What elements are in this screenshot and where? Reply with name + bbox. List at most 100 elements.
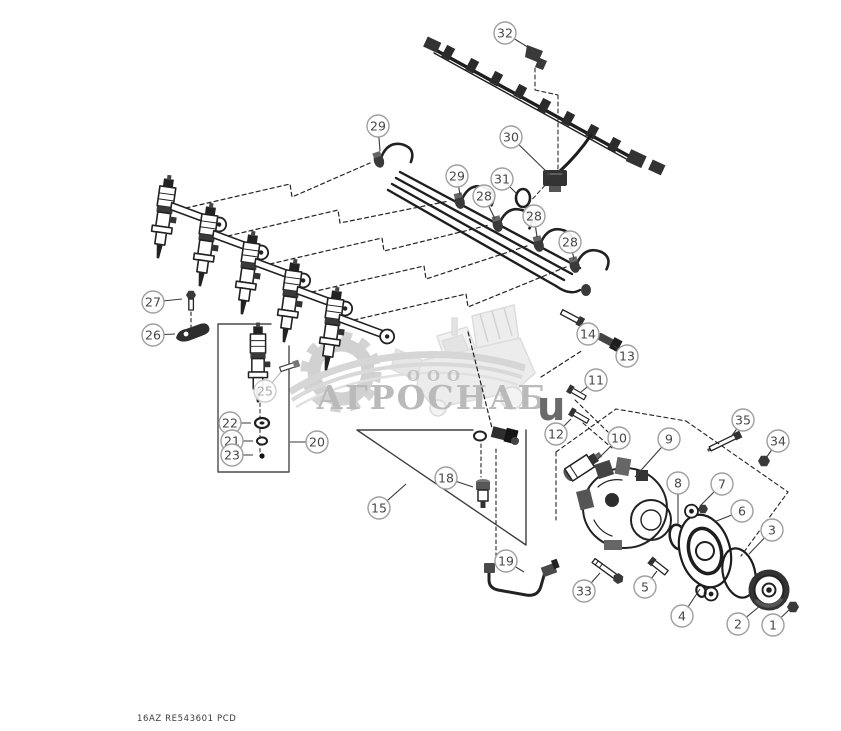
svg-text:2: 2 [734,616,742,631]
svg-text:6: 6 [738,503,746,518]
injector-3 [231,228,314,317]
detail-box-20 [217,323,290,473]
svg-text:4: 4 [678,608,686,623]
fuel-line-fitting-29a [369,138,417,175]
svg-text:3: 3 [768,522,776,537]
assembly-dashed-lines [185,162,584,429]
callout-26: 26 [141,323,176,347]
callout-9: 9 [634,427,681,478]
fuel-pipe-19 [484,558,560,597]
callout-28: 28 [522,204,546,238]
svg-text:18: 18 [438,470,454,485]
washer-22 [253,416,271,430]
callout-2: 2 [726,605,761,636]
callout-32: 32 [493,21,535,52]
callout-34: 34 [765,429,790,459]
svg-text:14: 14 [580,326,596,341]
callout-28: 28 [558,230,582,260]
callout-10: 10 [595,426,631,462]
nut-1 [787,601,799,613]
watermark-suffix-letter: u [537,384,565,430]
callout-4: 4 [670,588,701,628]
alignment-dashed-right [555,399,789,557]
rail-fittings [473,426,519,445]
seal-21 [256,436,268,446]
callout-6: 6 [713,499,754,523]
injector-2 [189,200,272,289]
nut-34 [758,455,770,467]
watermark: ООО АГРОСНАБ u [288,304,565,430]
svg-text:15: 15 [371,500,387,515]
callout-33: 33 [572,572,601,603]
svg-text:35: 35 [735,412,751,427]
svg-text:13: 13 [619,348,635,363]
svg-text:12: 12 [548,426,564,441]
callout-14: 14 [576,320,600,346]
svg-text:9: 9 [665,431,673,446]
callout-12: 12 [544,418,572,446]
callout-8: 8 [666,471,690,525]
callout-31: 31 [490,167,517,194]
svg-text:10: 10 [611,430,627,445]
ball-23 [259,453,265,459]
callout-27: 27 [141,290,183,314]
svg-text:29: 29 [370,118,386,133]
callout-29: 29 [366,114,390,152]
callout-18: 18 [434,466,474,490]
callout-30: 30 [499,125,551,176]
svg-text:27: 27 [145,294,161,309]
svg-text:20: 20 [309,434,325,449]
bolt-14 [559,309,586,328]
drive-gear-2 [748,569,790,611]
callout-25: 25 [253,371,282,403]
clamp-26 [176,323,210,342]
callout-5: 5 [633,570,658,599]
wiring-harness [423,36,666,176]
stud-5 [647,556,669,576]
svg-text:26: 26 [145,327,161,342]
callout-20: 20 [290,430,329,454]
watermark-company-name: АГРОСНАБ [316,378,548,417]
callout-29: 29 [445,164,469,196]
bolt-12 [568,407,590,424]
callout-28: 28 [472,184,496,220]
callout-11: 11 [580,368,608,393]
callout-1: 1 [761,609,790,637]
svg-text:31: 31 [494,171,510,186]
svg-text:23: 23 [224,447,240,462]
pin-25 [278,359,301,373]
callout-15: 15 [367,483,407,520]
harness-connector-30 [543,170,567,192]
rail-dashed-axes [480,443,497,558]
callout-35: 35 [730,408,755,438]
injector-1 [147,172,230,261]
svg-text:25: 25 [257,383,273,398]
svg-text:30: 30 [503,129,519,144]
callout-3: 3 [748,518,784,555]
svg-text:8: 8 [674,475,682,490]
svg-text:29: 29 [449,168,465,183]
svg-text:19: 19 [498,553,514,568]
callout-19: 19 [494,549,525,573]
callout-23: 23 [220,443,253,467]
svg-text:1: 1 [769,617,777,632]
harness-bracket-32 [525,45,559,171]
callout-7: 7 [699,472,734,507]
svg-text:28: 28 [562,234,578,249]
svg-text:33: 33 [576,583,592,598]
nut-7 [698,504,708,514]
o-ring-4 [695,584,707,598]
svg-text:11: 11 [588,372,604,387]
bolt-11 [566,384,587,401]
svg-text:28: 28 [476,188,492,203]
bolt-27 [186,290,196,328]
watermark-swoosh [288,351,527,409]
svg-text:22: 22 [222,415,238,430]
callout-13: 13 [612,344,639,368]
bolt-33 [591,557,624,584]
solenoid-10 [563,451,603,482]
fuel-line-bundle [386,170,591,296]
drawing-code: 16AZ RE543601 PCD [137,714,236,724]
